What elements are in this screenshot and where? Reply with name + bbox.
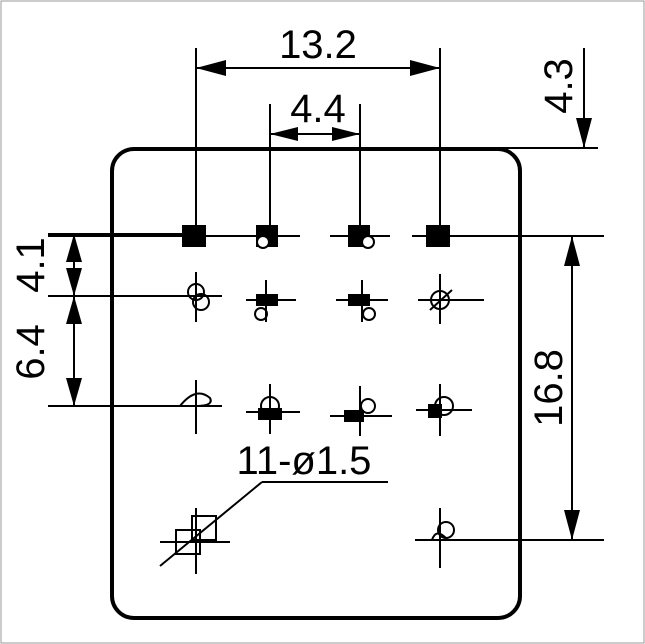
pin-a2 — [256, 225, 278, 249]
pin-b4 — [418, 274, 484, 324]
pin-c2 — [246, 384, 300, 434]
dim-4-3-label: 4.3 — [537, 58, 581, 114]
pin-c1 — [179, 380, 212, 434]
pin-b1 — [186, 272, 222, 322]
pin-c4 — [416, 384, 472, 436]
dim-4-1-label: 4.1 — [9, 237, 53, 293]
dim-16-8-label: 16.8 — [527, 349, 571, 427]
dimension-4-3: 4.3 — [498, 48, 598, 149]
hole-spec-leader: 11-ø1.5 — [237, 439, 388, 483]
dim-4-4-label: 4.4 — [290, 87, 346, 131]
pin-a4 — [426, 225, 450, 247]
dimension-4-1: 4.1 — [9, 233, 192, 297]
pin-a3 — [348, 225, 375, 249]
pin-d1 — [159, 481, 263, 574]
pin-b2 — [246, 280, 296, 322]
pin-c3 — [330, 386, 392, 436]
dim-13-2-label: 13.2 — [279, 23, 357, 67]
pin-row-1 — [48, 225, 604, 249]
pin-b3 — [336, 280, 388, 322]
relay-body-outline — [110, 147, 522, 620]
dimension-16-8: 16.8 — [415, 235, 604, 541]
pin-d2 — [431, 508, 455, 568]
pin-a1 — [182, 225, 206, 247]
dimension-13-2: 13.2 — [195, 23, 441, 230]
dimension-4-4: 4.4 — [269, 87, 361, 232]
pin-row-2 — [48, 272, 484, 324]
dimension-6-4: 6.4 — [9, 296, 192, 407]
pin-row-3 — [48, 380, 472, 436]
dim-6-4-label: 6.4 — [9, 324, 53, 380]
hole-spec-label: 11-ø1.5 — [237, 439, 372, 483]
